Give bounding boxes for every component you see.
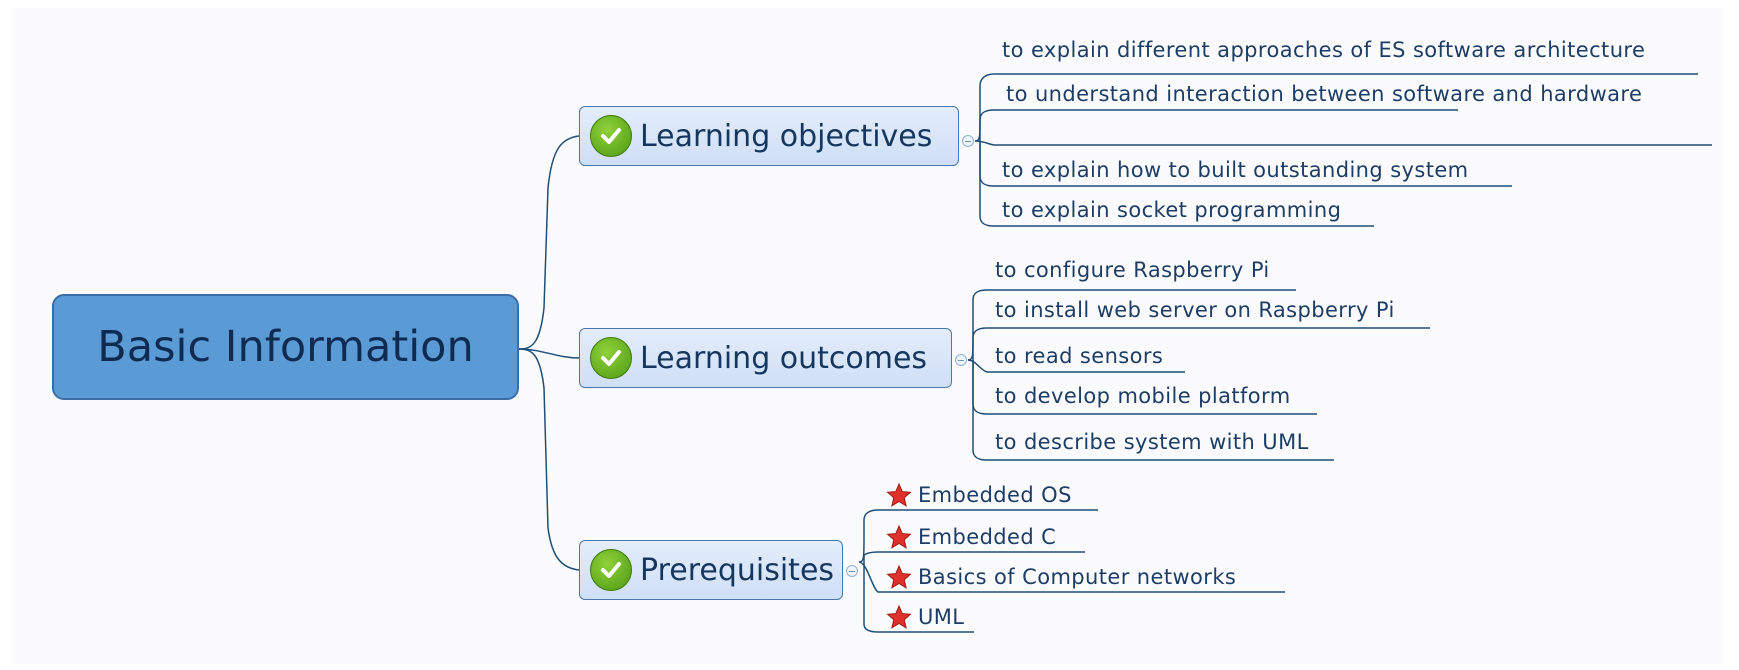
star-icon <box>886 524 912 549</box>
star-icon <box>886 482 912 507</box>
mind-map-canvas: Basic Information Learning objectives to… <box>12 8 1722 664</box>
objective-item[interactable]: to explain how to built outstanding syst… <box>1002 158 1469 182</box>
outcome-item[interactable]: to develop mobile platform <box>995 384 1291 408</box>
prerequisite-label: Embedded C <box>918 525 1057 549</box>
link-root-objectives <box>518 135 580 350</box>
link-pre-3 <box>863 562 974 633</box>
collapse-toggle-prerequisites[interactable] <box>846 565 858 577</box>
prerequisite-item[interactable]: Basics of Computer networks <box>886 564 1236 590</box>
root-topic-label: Basic Information <box>97 322 474 372</box>
branch-label: Learning outcomes <box>640 340 928 376</box>
objective-item[interactable]: to explain different approaches of ES so… <box>1002 38 1646 62</box>
collapse-toggle-objectives[interactable] <box>962 135 974 147</box>
branch-label: Prerequisites <box>640 552 835 588</box>
link-obj-4 <box>979 141 1374 227</box>
objective-item[interactable]: to understand interaction between softwa… <box>1006 82 1643 106</box>
link-root-prerequisites <box>518 348 580 571</box>
link-pre-1 <box>863 551 1085 562</box>
star-icon <box>886 564 912 589</box>
branch-label: Learning objectives <box>640 118 933 154</box>
prerequisite-item[interactable]: Embedded OS <box>886 482 1072 508</box>
checkmark-icon <box>590 115 632 157</box>
prerequisite-item[interactable]: Embedded C <box>886 524 1056 550</box>
prerequisite-label: UML <box>918 605 965 629</box>
prerequisite-label: Embedded OS <box>918 483 1072 507</box>
prerequisite-item[interactable]: UML <box>886 604 964 630</box>
branch-learning-objectives[interactable]: Learning objectives <box>579 106 959 166</box>
checkmark-icon <box>590 549 632 591</box>
link-out-2 <box>967 359 1185 373</box>
outcome-item[interactable]: to install web server on Raspberry Pi <box>995 298 1395 322</box>
prerequisite-label: Basics of Computer networks <box>918 565 1237 589</box>
star-icon <box>886 604 912 629</box>
checkmark-icon <box>590 337 632 379</box>
link-out-1 <box>972 327 1430 360</box>
link-out-spine <box>967 289 1296 361</box>
root-topic[interactable]: Basic Information <box>52 294 519 400</box>
branch-learning-outcomes[interactable]: Learning outcomes <box>579 328 952 388</box>
outcome-item[interactable]: to describe system with UML <box>995 430 1309 454</box>
link-pre-spine <box>858 509 1098 563</box>
connector-lines <box>518 73 1712 633</box>
link-obj-1 <box>979 109 1458 141</box>
link-out-4 <box>972 360 1334 461</box>
outcome-item[interactable]: to configure Raspberry Pi <box>995 258 1270 282</box>
link-obj-spine <box>974 73 1698 142</box>
collapse-toggle-outcomes[interactable] <box>955 354 967 366</box>
outcome-item[interactable]: to read sensors <box>995 344 1164 368</box>
link-pre-2 <box>858 561 1285 593</box>
branch-prerequisites[interactable]: Prerequisites <box>579 540 843 600</box>
link-obj-2 <box>974 140 1712 146</box>
objective-item[interactable]: to explain socket programming <box>1002 198 1342 222</box>
